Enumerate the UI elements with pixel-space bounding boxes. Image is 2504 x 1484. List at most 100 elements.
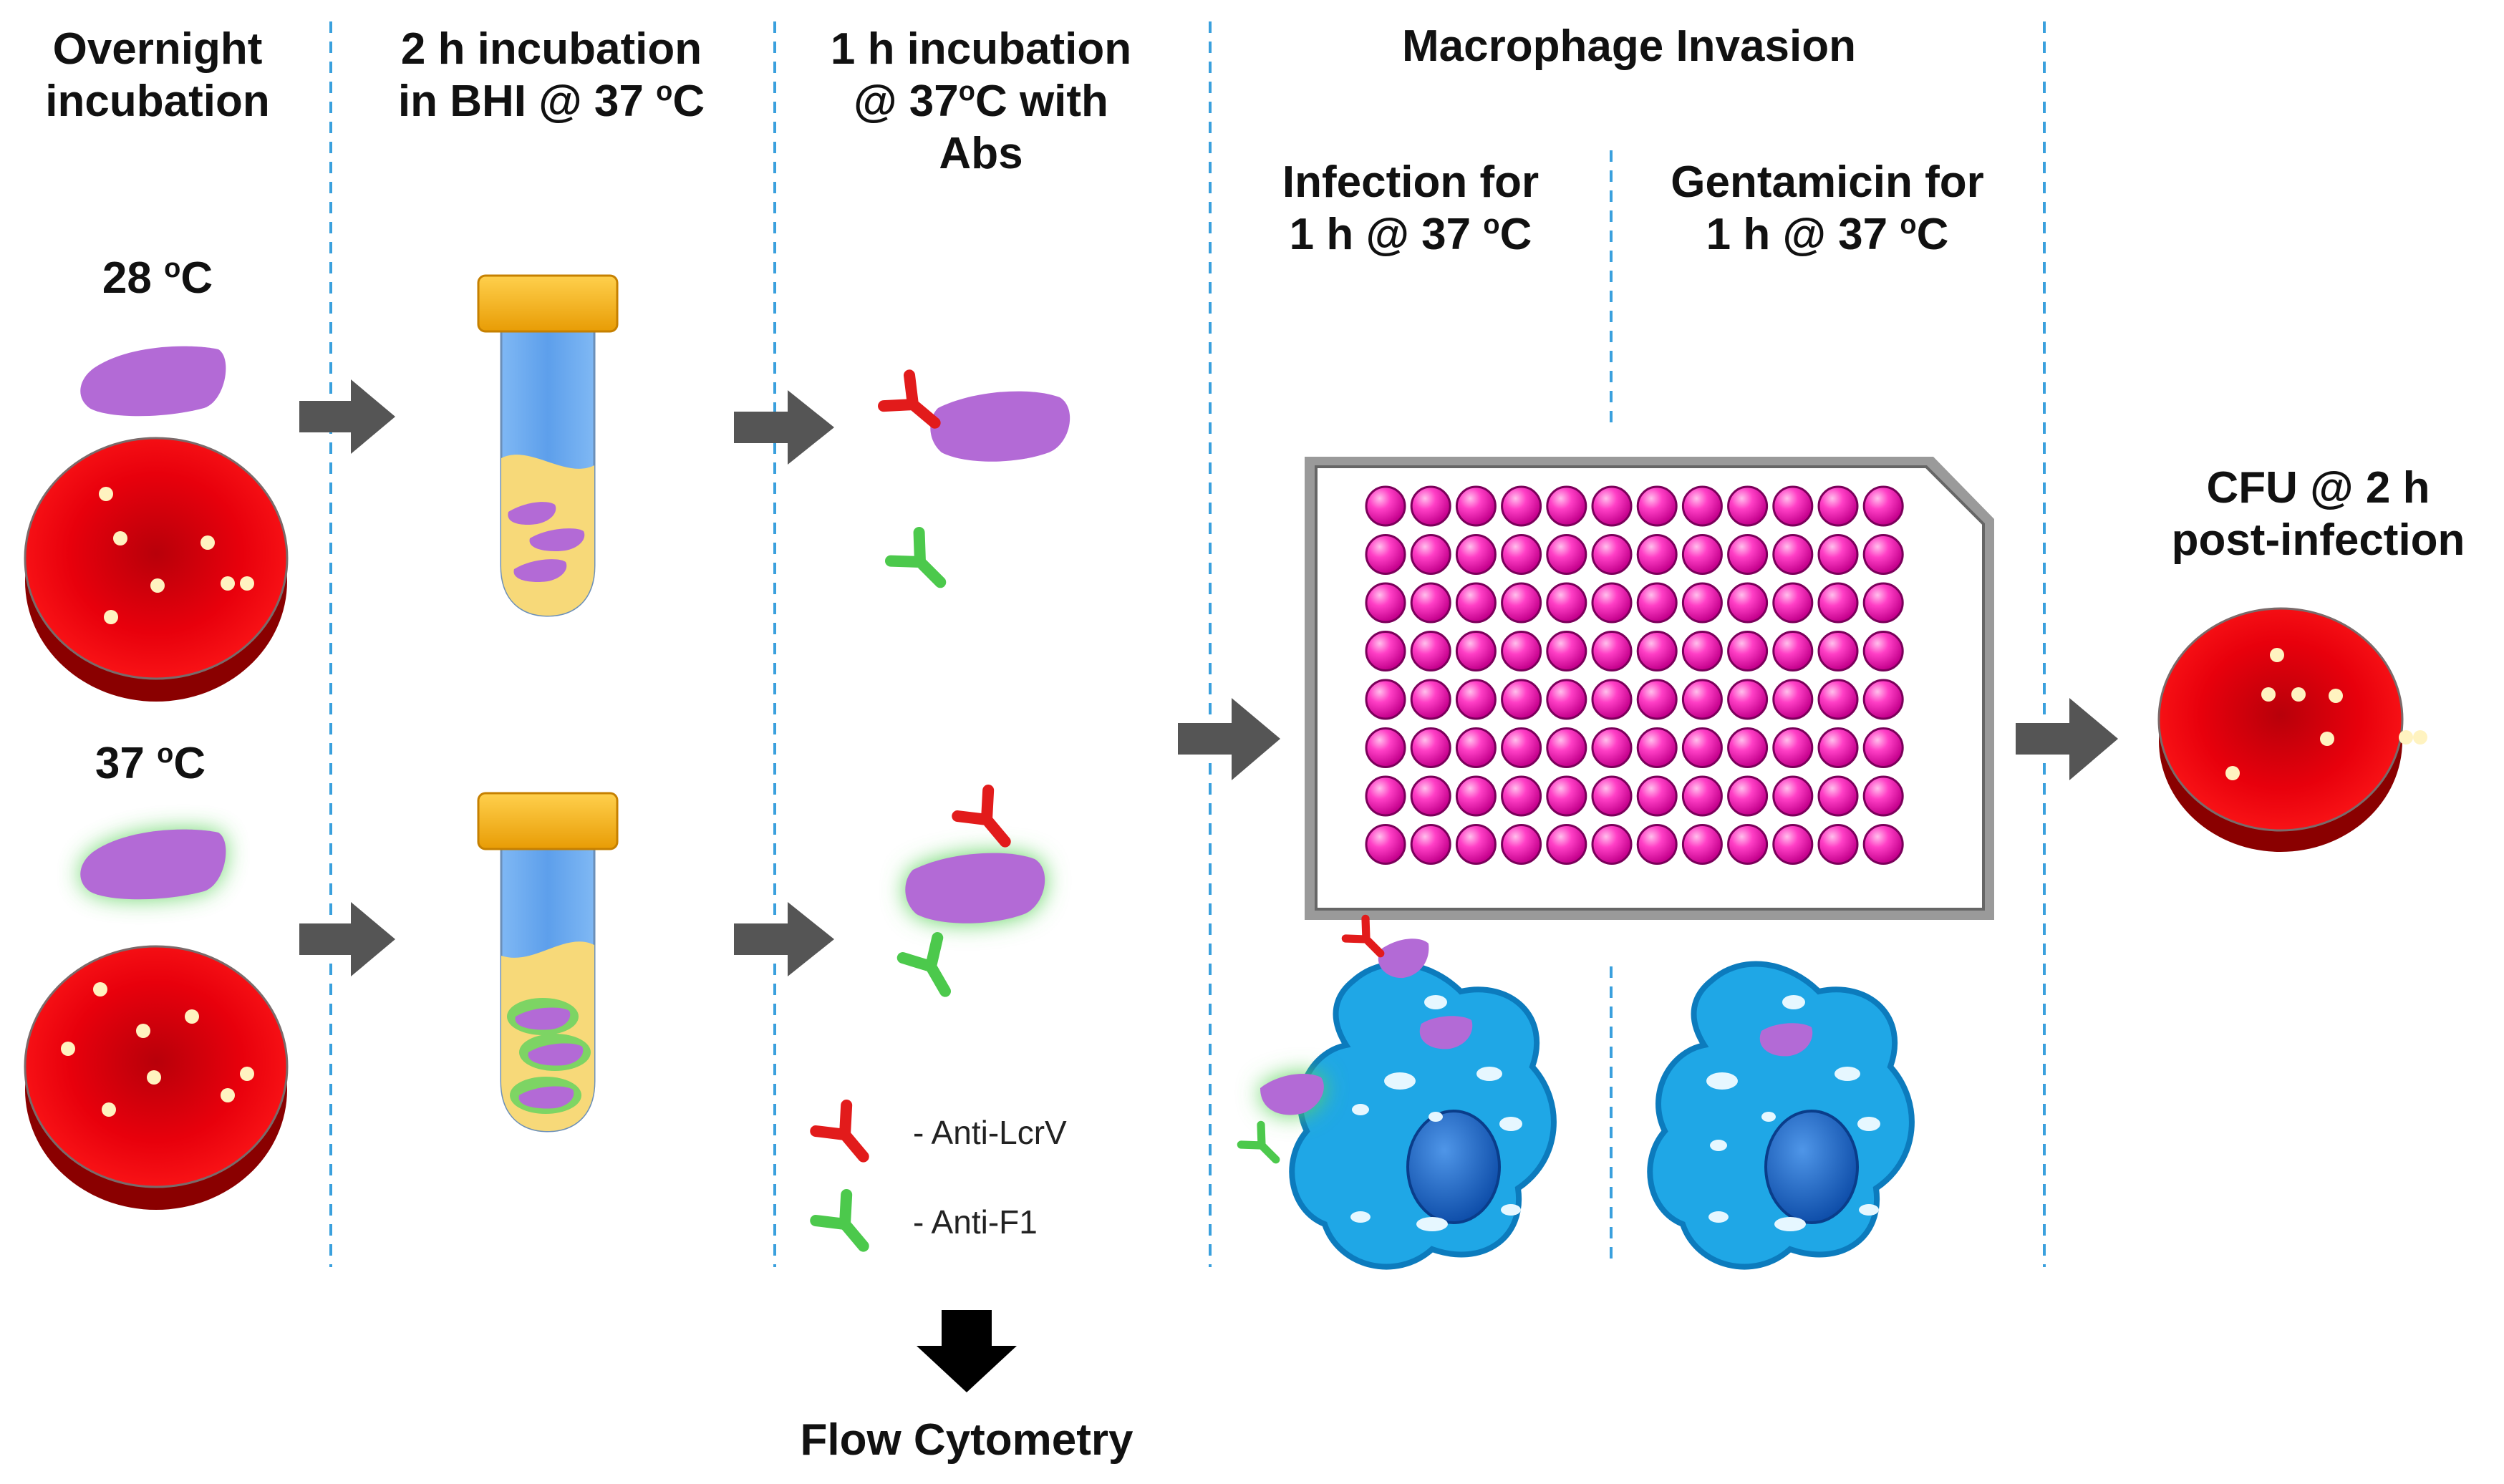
gray-arrows — [299, 379, 2118, 976]
plate-well — [1546, 775, 1587, 817]
plate-well — [1772, 582, 1814, 624]
plate-well — [1455, 775, 1497, 817]
plate-well — [1591, 485, 1633, 527]
plate-well — [1501, 679, 1542, 720]
header-2h-incubation: 2 h incubation in BHI @ 37 oC — [337, 23, 766, 127]
plate-well — [1772, 485, 1814, 527]
plate-well — [1546, 631, 1587, 671]
condition-37c-label: 37 oC — [95, 739, 206, 788]
header-2h-line2: in BHI @ 37 oC — [397, 77, 705, 127]
subheader-infection: Infection for 1 h @ 37 oC — [1217, 156, 1604, 261]
plate-well — [1862, 824, 1904, 865]
plate-well — [1591, 534, 1633, 575]
legend-red-antibody-icon — [816, 1105, 879, 1170]
plate-well — [1636, 679, 1678, 720]
bacterium-28c — [80, 346, 226, 417]
plate-well — [1727, 824, 1769, 865]
header-cfu-line1: CFU @ 2 h — [2206, 463, 2430, 513]
plate-wells — [1365, 485, 1904, 865]
plate-well — [1862, 485, 1904, 527]
petri-dish-cfu — [2157, 607, 2427, 852]
header-1h-incubation-abs: 1 h incubation @ 37oC with Abs — [780, 23, 1181, 180]
antibody-binding-37c — [903, 790, 1045, 1002]
plate-well — [1591, 727, 1633, 768]
plate-well — [1455, 485, 1497, 527]
plate-well — [1501, 534, 1542, 575]
plate-well — [1365, 534, 1406, 575]
plate-well — [1681, 534, 1723, 575]
plate-well — [1501, 485, 1542, 527]
column-dividers — [329, 21, 2046, 1267]
header-macrophage-text: Macrophage Invasion — [1402, 21, 1856, 71]
header-2h-line1: 2 h incubation — [400, 24, 702, 74]
plate-well — [1365, 582, 1406, 624]
header-overnight-line2: incubation — [45, 77, 270, 127]
header-overnight-line1: Overnight — [52, 24, 263, 74]
subheader-gentamicin-line2: 1 h @ 37 oC — [1706, 210, 1949, 260]
plate-well — [1681, 485, 1723, 527]
petri-dish-37c — [24, 945, 289, 1210]
plate-well — [1636, 534, 1678, 575]
macrophage-infection — [1241, 918, 1557, 1270]
plate-well — [1410, 582, 1451, 624]
plate-well — [1546, 534, 1587, 575]
plate-well — [1591, 631, 1633, 671]
plate-well — [1501, 727, 1542, 768]
plate-well — [1546, 582, 1587, 624]
plate-well — [1455, 679, 1497, 720]
plate-well — [1817, 679, 1859, 720]
plate-well — [1772, 534, 1814, 575]
plate-well — [1455, 631, 1497, 671]
plate-well — [1636, 775, 1678, 817]
plate-well — [1681, 631, 1723, 671]
plate-well — [1727, 775, 1769, 817]
plate-well — [1455, 824, 1497, 865]
plate-well — [1546, 824, 1587, 865]
plate-well — [1817, 582, 1859, 624]
plate-well — [1727, 631, 1769, 671]
plate-well — [1365, 824, 1406, 865]
plate-well — [1727, 485, 1769, 527]
plate-well — [1591, 582, 1633, 624]
plate-well — [1817, 631, 1859, 671]
plate-well — [1410, 775, 1451, 817]
plate-well — [1501, 824, 1542, 865]
plate-well — [1410, 485, 1451, 527]
plate-well — [1501, 775, 1542, 817]
plate-well — [1546, 727, 1587, 768]
plate-well — [1727, 582, 1769, 624]
subheader-gentamicin-line1: Gentamicin for — [1671, 157, 1984, 207]
plate-well — [1365, 631, 1406, 671]
plate-well — [1591, 679, 1633, 720]
condition-28c-label: 28 oC — [102, 253, 213, 303]
plate-well — [1681, 582, 1723, 624]
legend-green-antibody-icon — [816, 1195, 879, 1259]
plate-well — [1636, 824, 1678, 865]
plate-well — [1591, 775, 1633, 817]
plate-well — [1410, 824, 1451, 865]
plate-well — [1365, 727, 1406, 768]
macrophage-gentamicin — [1647, 961, 1915, 1270]
plate-well — [1772, 679, 1814, 720]
plate-well — [1727, 727, 1769, 768]
plate-well — [1817, 534, 1859, 575]
antibody-binding-28c — [884, 375, 1070, 596]
plate-well — [1772, 775, 1814, 817]
plate-well — [1681, 679, 1723, 720]
plate-well — [1817, 485, 1859, 527]
plate-well — [1862, 582, 1904, 624]
bacterium-37c — [80, 829, 226, 900]
header-macrophage-invasion: Macrophage Invasion — [1217, 20, 2041, 72]
plate-well — [1365, 485, 1406, 527]
header-1h-line3: Abs — [939, 129, 1023, 179]
plate-well — [1817, 775, 1859, 817]
plate-well — [1862, 534, 1904, 575]
flow-cytometry-arrow — [917, 1310, 1017, 1392]
plate-well — [1727, 679, 1769, 720]
plate-well — [1365, 679, 1406, 720]
legend-anti-lcrv: - Anti-LcrV — [913, 1114, 1067, 1151]
subheader-infection-line1: Infection for — [1282, 157, 1539, 207]
plate-well — [1772, 631, 1814, 671]
plate-well — [1772, 824, 1814, 865]
plate-well — [1455, 727, 1497, 768]
